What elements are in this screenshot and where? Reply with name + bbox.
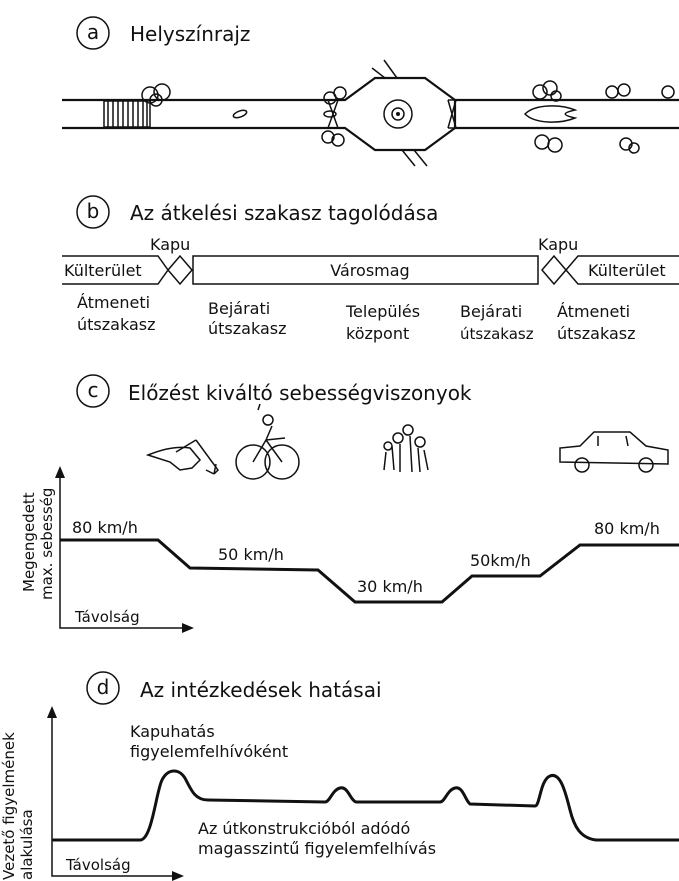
gate-diamond-right bbox=[541, 254, 567, 286]
section-d-title: Az intézkedések hatásai bbox=[140, 678, 382, 702]
central-plaza bbox=[320, 76, 457, 152]
section-d-letter-circle bbox=[86, 671, 120, 705]
center-label: Városmag bbox=[330, 261, 409, 280]
chart-c-axes bbox=[59, 472, 188, 629]
gate-marker-right bbox=[447, 99, 457, 129]
gate-marker-left bbox=[327, 99, 339, 129]
chart-d-x-arrow bbox=[172, 871, 184, 881]
section-c-letter-circle bbox=[76, 374, 110, 408]
chart-d-axes bbox=[51, 712, 178, 877]
bird-icon bbox=[145, 439, 219, 475]
speed-label-4: 50km/h bbox=[470, 551, 531, 570]
zone-1-line2: útszakasz bbox=[77, 315, 155, 334]
section-c-title: Előzést kiváltó sebességviszonyok bbox=[128, 381, 472, 405]
section-c: c Előzést kiváltó sebességviszonyok bbox=[20, 374, 679, 633]
chart-c-xlabel: Távolság bbox=[74, 608, 140, 626]
gate-label-right: Kapu bbox=[538, 235, 578, 254]
crossing-road bbox=[371, 59, 428, 167]
section-b-letter: b bbox=[87, 199, 100, 223]
cyclist-icon bbox=[235, 403, 300, 480]
gate-effect-line1: Kapuhatás bbox=[130, 722, 215, 741]
roundabout-icon bbox=[383, 99, 413, 129]
center-zone bbox=[192, 255, 539, 285]
zone-2-line1: Bejárati bbox=[208, 299, 270, 318]
section-a-letter: a bbox=[87, 20, 99, 44]
outer-label-right: Külterület bbox=[588, 261, 666, 280]
pedestrians-icon bbox=[383, 424, 429, 473]
gate-effect-line2: figyelemfelhívóként bbox=[130, 742, 288, 761]
section-a-title: Helyszínrajz bbox=[130, 22, 250, 46]
zone-1-line1: Átmeneti bbox=[77, 293, 150, 312]
outer-zone-right bbox=[565, 255, 679, 285]
chart-d-xlabel: Távolság bbox=[65, 856, 131, 874]
chart-d-ylabel-line1: Vezető figyelmének bbox=[0, 732, 18, 880]
speed-label-5: 80 km/h bbox=[594, 519, 660, 538]
zone-5-line1: Átmeneti bbox=[557, 302, 630, 321]
outer-label-left: Külterület bbox=[64, 261, 142, 280]
chart-c-ylabel-line1: Megengedett bbox=[20, 492, 38, 592]
textured-pavement bbox=[103, 100, 151, 128]
speed-label-3: 30 km/h bbox=[357, 577, 423, 596]
chart-c-x-arrow bbox=[182, 623, 194, 633]
gate-label-left: Kapu bbox=[150, 235, 190, 254]
chart-d-y-arrow bbox=[47, 706, 57, 718]
gate-diamond-left bbox=[167, 254, 193, 286]
section-a: a Helyszínrajz bbox=[62, 16, 679, 167]
section-b-title: Az átkelési szakasz tagolódása bbox=[130, 201, 438, 225]
section-b-letter-circle bbox=[76, 195, 110, 229]
zone-2-line2: útszakasz bbox=[208, 319, 286, 338]
tree-icons bbox=[141, 80, 675, 154]
attention-curve bbox=[52, 769, 679, 842]
median-island-icon bbox=[523, 105, 578, 123]
road-effect-line2: magasszintű figyelemfelhívás bbox=[198, 839, 436, 858]
speed-label-2: 50 km/h bbox=[218, 545, 284, 564]
road-left-edges bbox=[62, 98, 320, 130]
speed-label-1: 80 km/h bbox=[72, 518, 138, 537]
zone-3-line2: központ bbox=[346, 324, 409, 343]
zone-3-line1: Település bbox=[345, 302, 420, 321]
speed-profile-line bbox=[60, 538, 679, 604]
site-plan bbox=[62, 59, 679, 167]
chart-c-y-arrow bbox=[55, 466, 65, 478]
car-icon bbox=[559, 431, 669, 473]
zone-4-line2: útszakasz bbox=[460, 325, 534, 343]
road-effect-line1: Az útkonstrukcióból adódó bbox=[198, 819, 410, 838]
traffic-island-icon bbox=[232, 109, 248, 119]
chart-d-ylabel-line2: alakulása bbox=[18, 809, 36, 880]
zone-5-line2: útszakasz bbox=[557, 324, 635, 343]
zone-4-line1: Bejárati bbox=[460, 302, 522, 321]
chart-c-ylabel-line2: max. sebesség bbox=[38, 488, 56, 600]
section-c-letter: c bbox=[88, 378, 99, 402]
section-d: d Az intézkedések hatásai Vezető figyelm… bbox=[0, 671, 679, 881]
section-b: b Az átkelési szakasz tagolódása Kapu Ka… bbox=[62, 195, 679, 343]
road-right-edges bbox=[455, 98, 679, 130]
section-a-letter-circle bbox=[76, 16, 110, 50]
section-d-letter: d bbox=[97, 675, 110, 699]
